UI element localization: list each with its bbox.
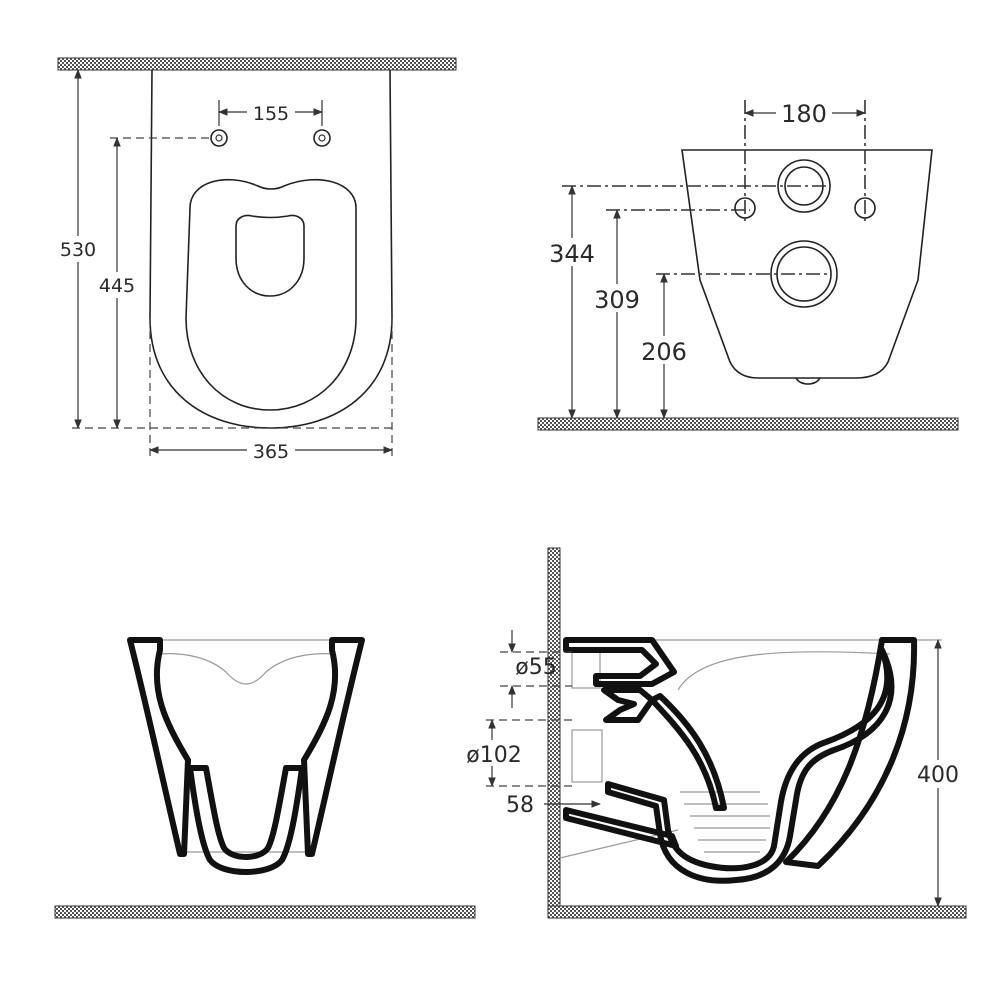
side-section-lower-body [563,807,679,849]
side-section-rim-upper [563,637,677,687]
dim-365-label-bg [247,439,295,463]
rear-inlet-outer [777,159,831,213]
dim-344-label: 344 [549,240,595,268]
front-section-trap [187,765,305,875]
rear-view: 180 344 309 206 [537,100,959,431]
side-section-flush-channel [601,687,655,723]
dim-155-label-bg [247,100,295,124]
dim-445-label: 445 [99,275,135,297]
front-fixing-hole-right-inner [318,134,326,142]
front-section-left-wall [127,637,191,857]
dim-400-label-bg [910,760,966,788]
floor-hatch-rear [537,417,959,431]
front-view: 155 530 445 365 [54,57,457,463]
floor-hatch-front-section [54,905,476,919]
front-fixing-hole-left [210,129,228,147]
floor-hatch-side-section [547,905,967,919]
rear-body-outline [681,149,933,379]
front-fixing-hole-right [313,129,331,147]
dim-530-label: 530 [60,239,96,261]
dim-58-label: 58 [506,793,534,818]
side-section-water [680,791,770,853]
dim-102-label-bg [460,740,528,766]
side-section-main-body [783,637,918,869]
dim-365-label: 365 [253,441,289,463]
side-section-bowl-lining [605,647,895,884]
front-bowl-rim [185,178,357,411]
wall-hatch-front [57,57,457,71]
dim-530-label-bg [54,236,102,262]
side-section-view: ø55 ø102 58 400 [460,547,967,919]
dim-309-label-bg [587,284,647,312]
front-fixing-hole-left-inner [215,134,223,142]
front-outlet-opening [235,214,305,297]
dim-155-label: 155 [253,103,289,125]
dim-445-label-bg [93,272,141,298]
dim-206-label-bg [634,336,694,364]
front-section-inner-profile [159,653,335,685]
dim-180-label-bg [776,100,832,126]
front-section-view [54,637,476,919]
side-section-outlet-fitting [571,729,603,783]
front-section-right-wall [301,637,365,857]
dim-206-label: 206 [641,338,687,366]
dim-400-label: 400 [917,763,959,788]
side-section-bowl-inner [677,651,891,691]
rear-foot [795,377,821,385]
rear-outlet-outer [770,240,838,308]
dim-55-label: ø55 [515,655,556,680]
dim-180-label: 180 [781,100,827,128]
wall-hatch-side-section [547,547,561,919]
dim-344-label-bg [542,238,602,266]
dim-102-label: ø102 [466,743,521,768]
dim-309-label: 309 [594,286,640,314]
side-section-inner-wall [649,693,727,811]
